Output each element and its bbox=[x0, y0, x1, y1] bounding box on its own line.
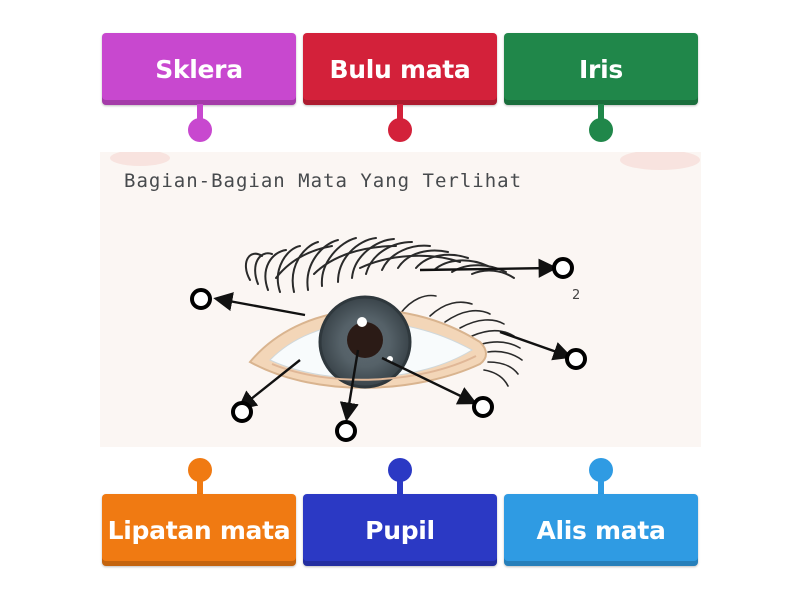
eyelashes bbox=[399, 294, 523, 387]
tile-bulu-mata-stem bbox=[397, 104, 403, 120]
tile-iris-stem bbox=[598, 104, 604, 120]
diagram-number: 2 bbox=[572, 288, 581, 303]
tile-alis-mata-stem bbox=[598, 478, 604, 496]
drop-target-pupil[interactable] bbox=[335, 420, 357, 442]
tile-sklera-pin[interactable] bbox=[188, 118, 212, 142]
bg-blot bbox=[110, 152, 170, 166]
eye-illustration bbox=[110, 152, 700, 422]
eye-iris-ring bbox=[318, 295, 412, 389]
drop-target-right[interactable] bbox=[565, 348, 587, 370]
tile-bulu-mata[interactable]: Bulu mata bbox=[303, 33, 497, 105]
eye-diagram-picture: Bagian-Bagian Mata Yang Terlihat 2 bbox=[100, 152, 701, 447]
pointer-arrows bbox=[213, 258, 573, 422]
lower-lid bbox=[271, 355, 477, 381]
drop-target-eyebrow[interactable] bbox=[552, 257, 574, 279]
tile-iris-pin[interactable] bbox=[589, 118, 613, 142]
tile-alis-mata[interactable]: Alis mata bbox=[504, 494, 698, 566]
eyebrow bbox=[244, 237, 515, 293]
bg-blot bbox=[620, 152, 700, 170]
drop-target-iris[interactable] bbox=[472, 396, 494, 418]
tile-iris[interactable]: Iris bbox=[504, 33, 698, 105]
drop-target-left[interactable] bbox=[190, 288, 212, 310]
eye-pupil bbox=[347, 322, 383, 358]
tile-lipatan-mata-stem bbox=[197, 478, 203, 496]
drop-target-lower-left[interactable] bbox=[231, 401, 253, 423]
tile-bulu-mata-pin[interactable] bbox=[388, 118, 412, 142]
tile-pupil[interactable]: Pupil bbox=[303, 494, 497, 566]
tile-sklera-stem bbox=[197, 104, 203, 120]
tile-lipatan-mata[interactable]: Lipatan mata bbox=[102, 494, 296, 566]
diagram-title: Bagian-Bagian Mata Yang Terlihat bbox=[124, 170, 523, 192]
eye-highlight bbox=[357, 317, 367, 327]
tile-sklera[interactable]: Sklera bbox=[102, 33, 296, 105]
tile-pupil-stem bbox=[397, 478, 403, 496]
